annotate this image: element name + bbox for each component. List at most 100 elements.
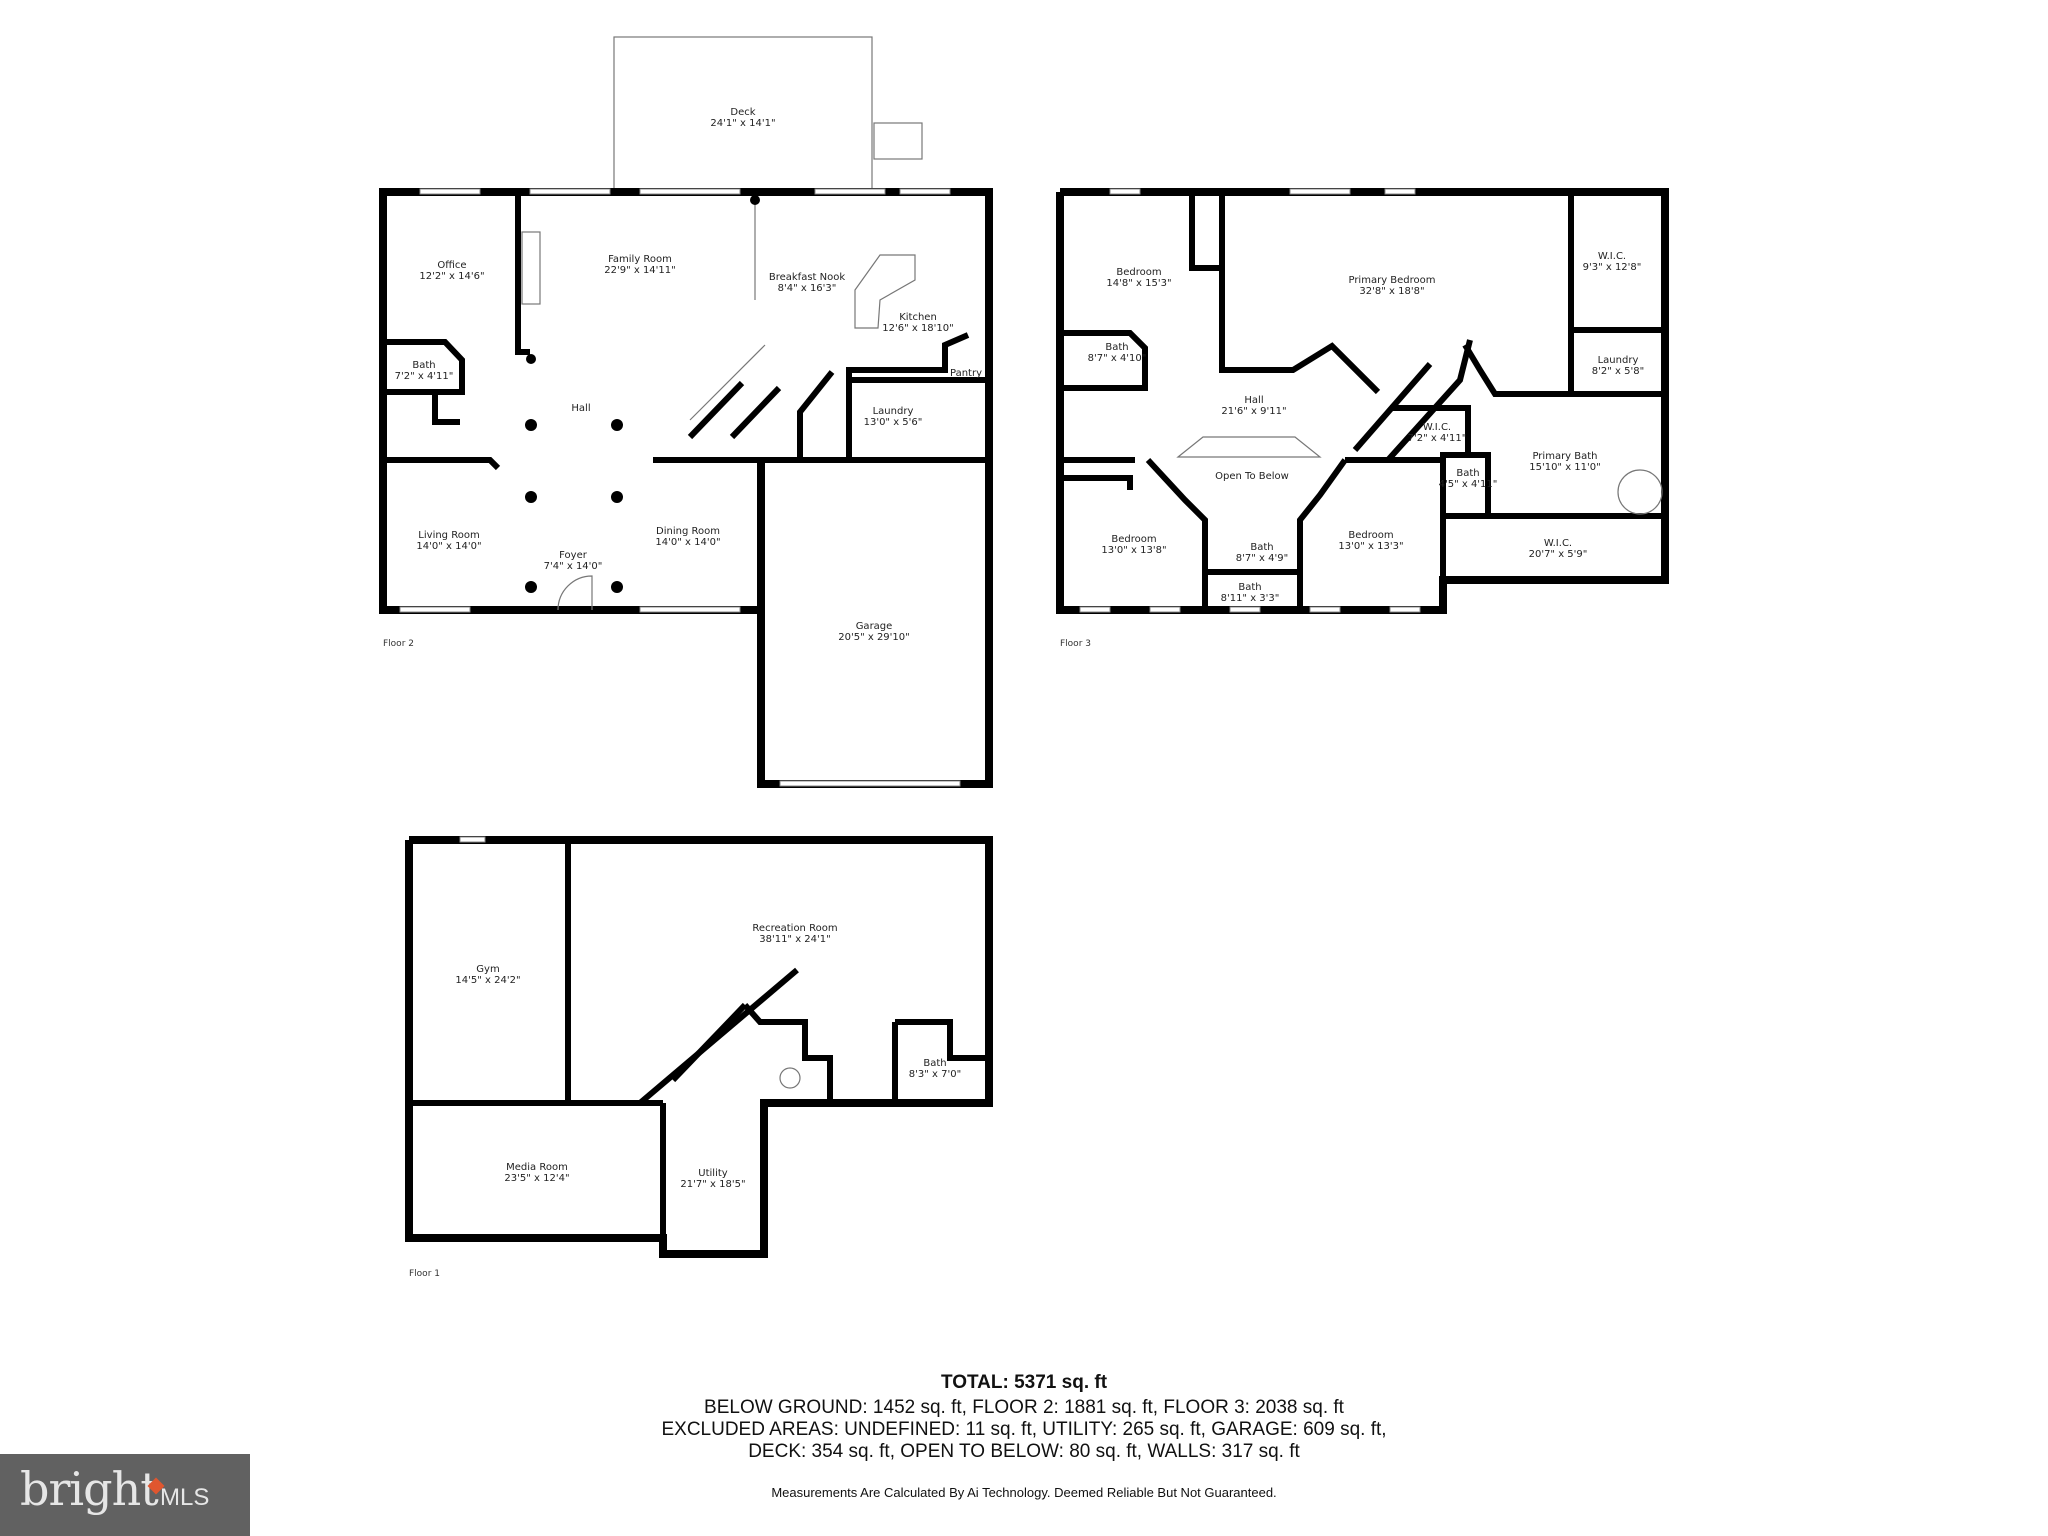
- room-dims: 7'2" x 4'11": [395, 371, 454, 382]
- room-name: Deck: [730, 107, 755, 118]
- logo-wordmark: bright: [20, 1462, 159, 1516]
- room-dims: 8'2" x 5'8": [1592, 366, 1644, 377]
- laundry-wall: [846, 332, 970, 460]
- room-name: Laundry: [873, 406, 914, 417]
- windows: [459, 836, 486, 843]
- room-dims: 23'5" x 12'4": [504, 1173, 569, 1184]
- room-dims: 13'0" x 13'8": [1101, 545, 1166, 556]
- floor-2-plan: Floor 2: [379, 36, 993, 788]
- room-dims: 8'11" x 3'3": [1221, 593, 1280, 604]
- bright-mls-logo: bright MLS: [0, 1454, 250, 1536]
- room-dims: 8'7" x 4'10": [1088, 353, 1147, 364]
- room-name: Bedroom: [1111, 534, 1156, 545]
- floor-3-plan: Floor 3: [1056, 188, 1669, 649]
- water-heater-icon: [779, 1067, 801, 1089]
- room-name: Utility: [698, 1168, 727, 1179]
- room-name: Foyer: [559, 550, 588, 561]
- room-dims: 9'3" x 12'8": [1583, 262, 1642, 273]
- room-dims: 14'0" x 14'0": [416, 541, 481, 552]
- kitchen-island: [854, 254, 916, 329]
- stair-wall: [383, 457, 501, 471]
- primary-bedroom-wall: [1219, 192, 1381, 395]
- stair-wall-a: [687, 380, 745, 440]
- stair-wall-b: [670, 1002, 748, 1083]
- windows: [399, 188, 961, 787]
- fireplace: [521, 231, 541, 305]
- room-name: Bedroom: [1348, 530, 1393, 541]
- floor-3-label: Floor 3: [1060, 639, 1091, 649]
- room-name: Kitchen: [899, 312, 937, 323]
- bedroom-wall: [1345, 457, 1446, 580]
- floor-1-plan: Floor 1: [405, 836, 993, 1279]
- room-dims: 7'4" x 14'0": [544, 561, 603, 572]
- room-dims: 20'5" x 29'10": [838, 632, 910, 643]
- disclaimer: Measurements Are Calculated By Ai Techno…: [771, 1485, 1277, 1500]
- windows: [1079, 188, 1421, 613]
- closet-wall-2: [1060, 475, 1133, 490]
- laundry-angle-wall: [797, 370, 835, 460]
- room-name: Office: [437, 260, 466, 271]
- stair-wall-b: [729, 385, 782, 440]
- floor-2-label: Floor 2: [383, 639, 414, 649]
- primary-bath-wall: [1462, 343, 1571, 397]
- total-area: TOTAL: 5371 sq. ft: [940, 1372, 1108, 1393]
- closet-wall: [1189, 192, 1222, 271]
- office-wall: [515, 192, 530, 355]
- room-name: Bath: [412, 360, 435, 371]
- room-name: W.I.C.: [1544, 538, 1572, 549]
- room-dims: 21'6" x 9'11": [1221, 406, 1286, 417]
- room-dims: 38'11" x 24'1": [759, 934, 831, 945]
- room-dims: 4'5" x 4'11": [1439, 479, 1498, 490]
- room-labels: Deck 24'1" x 14'1" Office 12'2" x 14'6" …: [395, 107, 1645, 1190]
- bath-wall: [895, 1019, 989, 1061]
- room-dims: 14'8" x 15'3": [1106, 278, 1171, 289]
- room-name: Garage: [856, 621, 893, 632]
- excluded-areas-line: EXCLUDED AREAS: UNDEFINED: 11 sq. ft, UT…: [661, 1419, 1387, 1440]
- room-dims: 21'7" x 18'5": [680, 1179, 745, 1190]
- room-dims: 24'1" x 14'1": [710, 118, 775, 129]
- room-name: Primary Bedroom: [1348, 275, 1435, 286]
- utility-wall: [742, 1003, 833, 1103]
- deck-stairs: [873, 122, 923, 160]
- open-to-below-railing: [1176, 436, 1322, 458]
- room-dims: 8'7" x 4'9": [1236, 553, 1288, 564]
- room-dims: 12'2" x 14'6": [419, 271, 484, 282]
- room-name: Hall: [1244, 395, 1263, 406]
- room-dims: 15'10" x 11'0": [1529, 462, 1601, 473]
- room-name: Bath: [1456, 468, 1479, 479]
- room-name: Bath: [923, 1058, 946, 1069]
- stair-wall-a: [1385, 339, 1473, 463]
- room-dims: 13'0" x 5'6": [864, 417, 923, 428]
- room-dims: 32'8" x 18'8": [1359, 286, 1424, 297]
- room-dims: 14'5" x 24'2": [455, 975, 520, 986]
- room-name: Open To Below: [1215, 471, 1289, 482]
- room-name: Dining Room: [656, 526, 720, 537]
- room-name: Family Room: [608, 254, 672, 265]
- room-name: Living Room: [418, 530, 479, 541]
- room-name: Primary Bath: [1532, 451, 1597, 462]
- columns: [525, 195, 760, 593]
- front-door[interactable]: [557, 575, 593, 611]
- open-to-below-wall: [1145, 457, 1348, 575]
- room-name: Recreation Room: [752, 923, 837, 934]
- room-name: Bedroom: [1116, 267, 1161, 278]
- room-dims: 7'2" x 4'11": [1408, 433, 1467, 444]
- logo-mls: MLS: [160, 1484, 210, 1511]
- room-name: W.I.C.: [1598, 251, 1626, 262]
- bathtub: [1617, 469, 1663, 515]
- room-dims: 22'9" x 14'11": [604, 265, 676, 276]
- room-name: Pantry: [950, 368, 982, 379]
- room-name: Bath: [1105, 342, 1128, 353]
- room-name: W.I.C.: [1423, 422, 1451, 433]
- area-breakdown-line: BELOW GROUND: 1452 sq. ft, FLOOR 2: 1881…: [704, 1397, 1344, 1418]
- room-name: Laundry: [1598, 355, 1639, 366]
- room-name: Bath: [1250, 542, 1273, 553]
- room-name: Hall: [571, 403, 590, 414]
- closet-wall: [432, 392, 460, 425]
- wic-small-wall: [1390, 405, 1471, 455]
- room-dims: 14'0" x 14'0": [655, 537, 720, 548]
- floor-1-outer-wall: [405, 836, 993, 1258]
- staircase: [689, 344, 766, 421]
- bath-wall: [1060, 330, 1148, 391]
